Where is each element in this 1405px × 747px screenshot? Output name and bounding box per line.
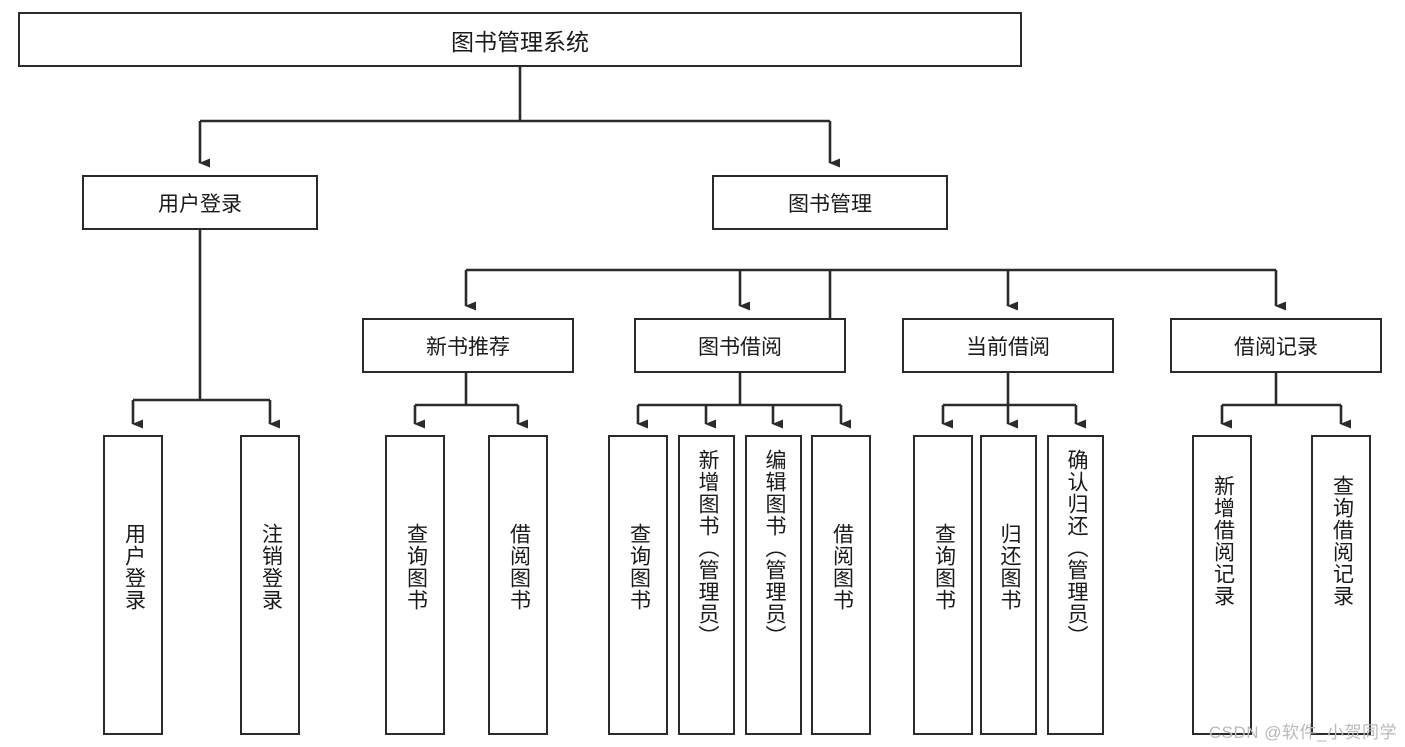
node-label: 借阅记录 [1234,335,1318,359]
node-root-system[interactable]: 图书管理系统 [18,12,1022,67]
csdn-watermark: CSDN @软件_小贺同学 [1208,723,1397,742]
leaf-label: 编辑图书（管理员） [762,449,786,647]
node-book-management[interactable]: 图书管理 [712,175,948,230]
leaf-query-book-recommend[interactable]: 查询图书 [385,435,445,735]
node-borrow-record[interactable]: 借阅记录 [1170,318,1382,373]
node-book-borrow[interactable]: 图书借阅 [634,318,846,373]
leaf-label: 借阅图书 [507,523,531,611]
node-new-book-recommend[interactable]: 新书推荐 [362,318,574,373]
node-current-borrow[interactable]: 当前借阅 [902,318,1114,373]
leaf-label: 查询图书 [932,523,956,611]
leaf-label: 注销登录 [259,523,283,611]
leaf-label: 查询借阅记录 [1330,475,1354,607]
leaf-borrow-book-recommend[interactable]: 借阅图书 [488,435,548,735]
leaf-label: 借阅图书 [830,523,854,611]
leaf-return-book[interactable]: 归还图书 [980,435,1037,735]
leaf-add-borrow-record[interactable]: 新增借阅记录 [1192,435,1252,735]
node-user-login[interactable]: 用户登录 [82,175,318,230]
leaf-confirm-return-admin[interactable]: 确认归还（管理员） [1047,435,1104,735]
leaf-add-book-admin[interactable]: 新增图书（管理员） [678,435,735,735]
leaf-label: 新增图书（管理员） [695,449,719,647]
leaf-edit-book-admin[interactable]: 编辑图书（管理员） [745,435,802,735]
leaf-logout[interactable]: 注销登录 [240,435,300,735]
node-label: 当前借阅 [966,335,1050,359]
leaf-label: 用户登录 [122,523,146,611]
leaf-borrow-book[interactable]: 借阅图书 [811,435,871,735]
leaf-label: 确认归还（管理员） [1064,449,1088,647]
node-label: 用户登录 [158,192,242,216]
node-label: 图书管理系统 [451,28,589,55]
node-label: 新书推荐 [426,335,510,359]
leaf-label: 新增借阅记录 [1211,475,1235,607]
leaf-query-book-borrow[interactable]: 查询图书 [608,435,668,735]
leaf-user-login[interactable]: 用户登录 [103,435,163,735]
leaf-label: 查询图书 [627,523,651,611]
leaf-query-book-current[interactable]: 查询图书 [913,435,973,735]
node-label: 图书借阅 [698,335,782,359]
node-label: 图书管理 [788,192,872,216]
leaf-label: 归还图书 [997,523,1021,611]
leaf-query-borrow-record[interactable]: 查询借阅记录 [1311,435,1371,735]
leaf-label: 查询图书 [404,523,428,611]
